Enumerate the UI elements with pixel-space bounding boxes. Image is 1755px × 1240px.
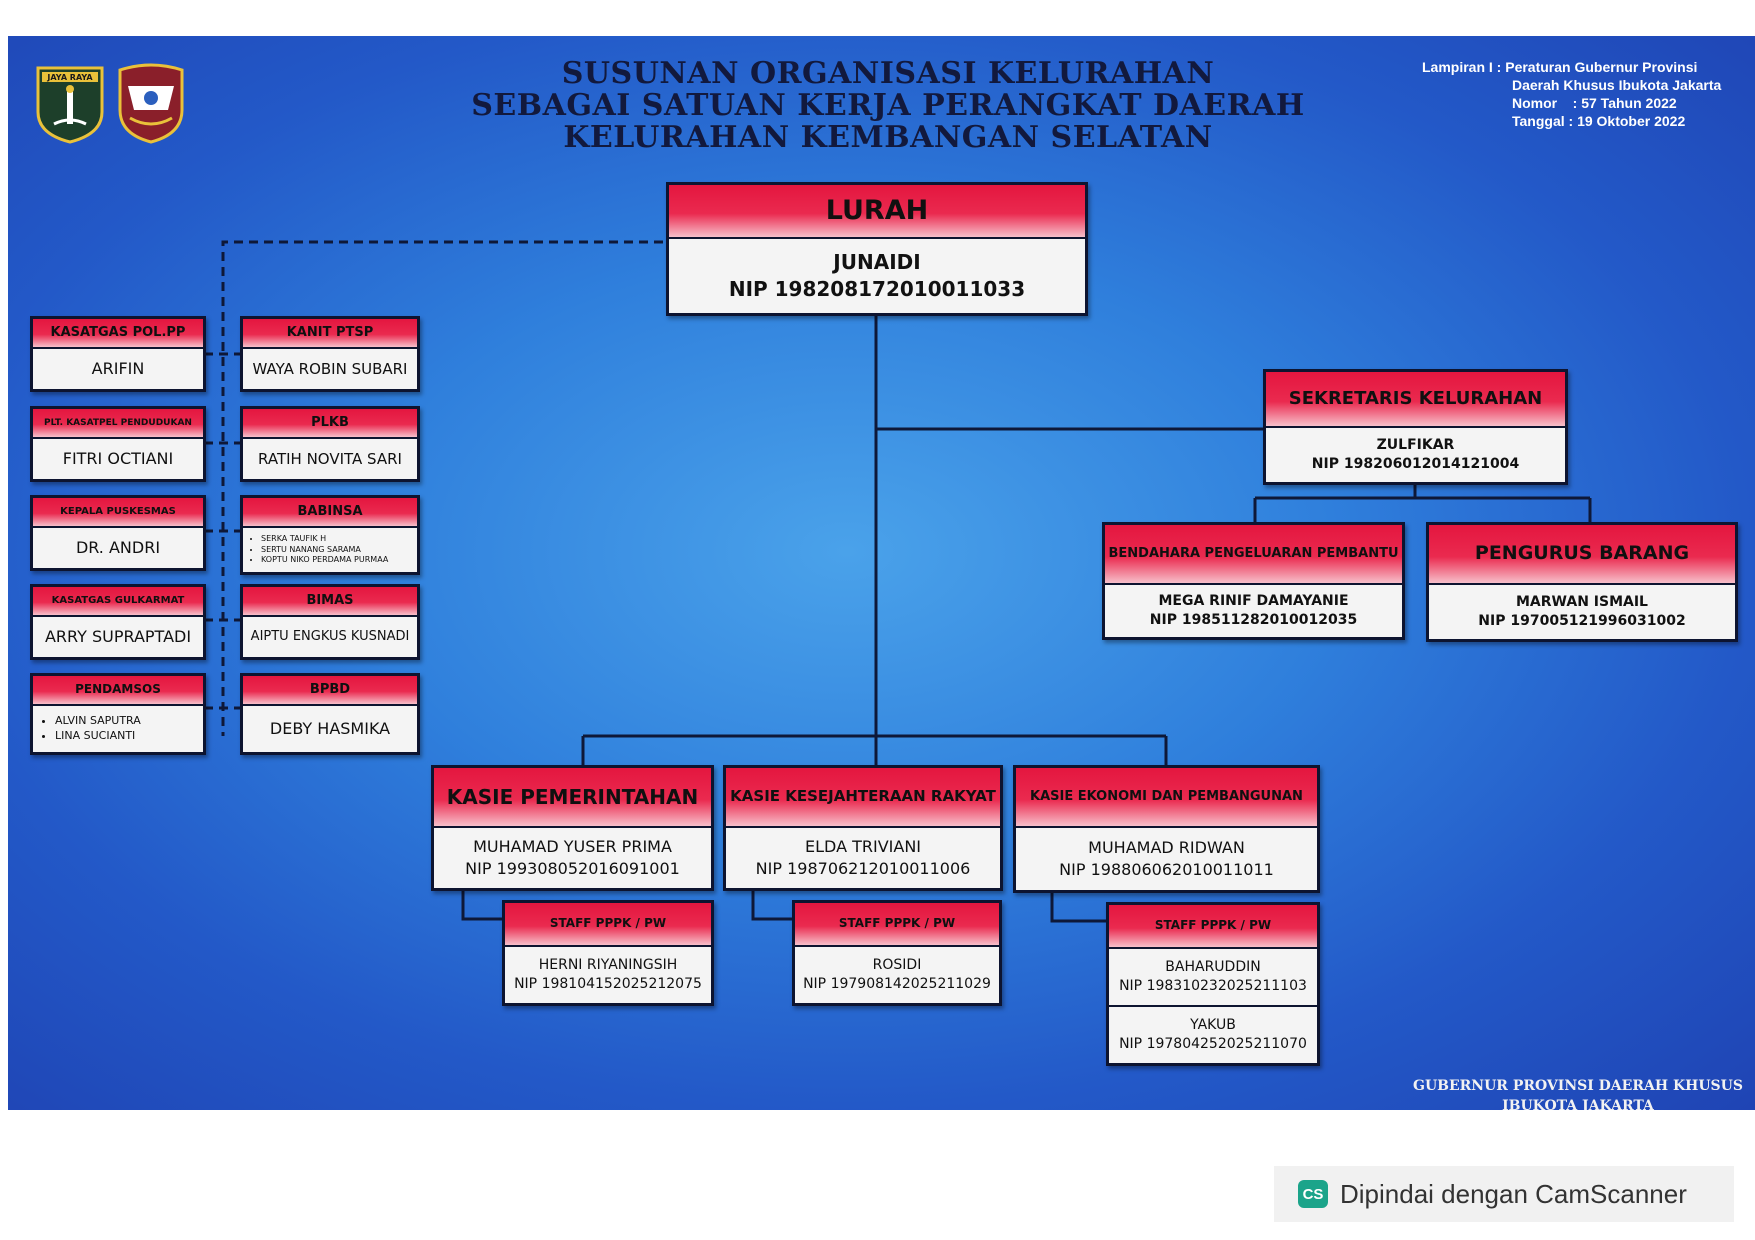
staff-pem-title: STAFF PPPK / PW xyxy=(505,903,711,947)
kasie-eko-nip: NIP 198806062010011011 xyxy=(1059,860,1274,879)
reference-line-2: Daerah Khusus Ibukota Jakarta xyxy=(1512,77,1722,93)
kasatpel-box: PLT. KASATPEL PENDUDUKAN FITRI OCTIANI xyxy=(30,406,206,482)
puskesmas-title: KEPALA PUSKESMAS xyxy=(33,498,203,528)
bimas-title: BIMAS xyxy=(243,587,417,617)
pendamsos-item: ALVIN SAPUTRA xyxy=(55,714,141,729)
kasie-pem-title: KASIE PEMERINTAHAN xyxy=(434,768,711,828)
pendamsos-title: PENDAMSOS xyxy=(33,676,203,706)
kasie-kesejahteraan-box: KASIE KESEJAHTERAAN RAKYAT ELDA TRIVIANI… xyxy=(723,765,1003,891)
title-line-3: KELURAHAN KEMBANGAN SELATAN xyxy=(563,120,1213,155)
reference-line-1: Lampiran I : Peraturan Gubernur Provinsi xyxy=(1422,59,1698,75)
bendahara-title: BENDAHARA PENGELUARAN PEMBANTU xyxy=(1105,525,1402,585)
kasie-eko-name: MUHAMAD RIDWAN xyxy=(1088,838,1245,858)
ptsp-title: KANIT PTSP xyxy=(243,319,417,349)
staff-pem-box: STAFF PPPK / PW HERNI RIYANINGSIH NIP 19… xyxy=(502,900,714,1006)
jakarta-seal-icon: JAYA RAYA xyxy=(36,66,104,144)
bendahara-name: MEGA RINIF DAMAYANIE xyxy=(1158,593,1349,610)
staff-pem-link xyxy=(461,886,502,921)
pendamsos-list: ALVIN SAPUTRA LINA SUCIANTI xyxy=(41,714,141,744)
reference-line-3: Nomor : 57 Tahun 2022 xyxy=(1512,95,1677,111)
kasie-pemerintahan-box: KASIE PEMERINTAHAN MUHAMAD YUSER PRIMA N… xyxy=(431,765,714,891)
bpbd-title: BPBD xyxy=(243,676,417,706)
footer-line-1: GUBERNUR PROVINSI DAERAH KHUSUS xyxy=(1413,1078,1743,1094)
kasie-eko-title: KASIE EKONOMI DAN PEMBANGUNAN xyxy=(1016,768,1317,828)
lurah-box: LURAH JUNAIDI NIP 198208172010011033 xyxy=(666,182,1088,316)
bimas-name: AIPTU ENGKUS KUSNADI xyxy=(250,629,410,645)
babinsa-box: BABINSA SERKA TAUFIK H SERTU NANANG SARA… xyxy=(240,495,420,575)
pendamsos-item: LINA SUCIANTI xyxy=(55,729,141,744)
connector-lines xyxy=(204,240,1592,923)
lurah-name: JUNAIDI xyxy=(833,250,921,274)
babinsa-list: SERKA TAUFIK H SERTU NANANG SARAMA KOPTU… xyxy=(247,534,388,566)
babinsa-item: SERKA TAUFIK H xyxy=(261,534,388,545)
bimas-box: BIMAS AIPTU ENGKUS KUSNADI xyxy=(240,584,420,660)
staff-kes-name: ROSIDI xyxy=(872,957,922,974)
pengurus-barang-box: PENGURUS BARANG MARWAN ISMAIL NIP 197005… xyxy=(1426,522,1738,642)
bpbd-box: BPBD DEBY HASMIKA xyxy=(240,673,420,755)
staff-eko-name-2: YAKUB xyxy=(1190,1017,1236,1034)
pengurus-title: PENGURUS BARANG xyxy=(1429,525,1735,585)
kasie-ekonomi-box: KASIE EKONOMI DAN PEMBANGUNAN MUHAMAD RI… xyxy=(1013,765,1320,893)
kasatpel-title: PLT. KASATPEL PENDUDUKAN xyxy=(33,409,203,439)
staff-eko-nip-1: NIP 198310232025211103 xyxy=(1119,978,1307,994)
bendahara-nip: NIP 198511282010012035 xyxy=(1149,612,1358,628)
ptsp-name: WAYA ROBIN SUBARI xyxy=(252,359,408,378)
west-jakarta-seal-icon xyxy=(118,63,184,144)
kasie-pem-name: MUHAMAD YUSER PRIMA xyxy=(473,837,672,857)
kepala-puskesmas-box: KEPALA PUSKESMAS DR. ANDRI xyxy=(30,495,206,571)
babinsa-item: SERTU NANANG SARAMA xyxy=(261,545,388,556)
lurah-nip: NIP 198208172010011033 xyxy=(728,277,1026,301)
org-chart-board: JAYA RAYA SUSUNAN ORGANISASI KELURAHAN S… xyxy=(8,36,1755,1110)
pengurus-name: MARWAN ISMAIL xyxy=(1516,594,1648,611)
lurah-title: LURAH xyxy=(669,185,1085,239)
polpp-name: ARIFIN xyxy=(91,359,145,379)
camscanner-watermark: CS Dipindai dengan CamScanner xyxy=(1274,1166,1734,1222)
plkb-box: PLKB RATIH NOVITA SARI xyxy=(240,406,420,482)
kanit-ptsp-box: KANIT PTSP WAYA ROBIN SUBARI xyxy=(240,316,420,392)
sekretaris-title: SEKRETARIS KELURAHAN xyxy=(1266,372,1565,428)
plkb-name: RATIH NOVITA SARI xyxy=(258,449,402,468)
polpp-title: KASATGAS POL.PP xyxy=(33,319,203,349)
pengurus-nip: NIP 197005121996031002 xyxy=(1478,613,1686,629)
camscanner-text: Dipindai dengan CamScanner xyxy=(1340,1178,1687,1209)
babinsa-item: KOPTU NIKO PERDAMA PURMAA xyxy=(261,555,388,566)
staff-eko-box: STAFF PPPK / PW BAHARUDDIN NIP 198310232… xyxy=(1106,902,1320,1066)
title-line-1: SUSUNAN ORGANISASI KELURAHAN xyxy=(561,56,1215,91)
kasie-kes-name: ELDA TRIVIANI xyxy=(805,837,921,857)
staff-kes-link xyxy=(751,886,792,921)
kasatpel-name: FITRI OCTIANI xyxy=(62,449,174,469)
plkb-title: PLKB xyxy=(243,409,417,439)
gulkarmat-name: ARRY SUPRAPTADI xyxy=(44,627,192,647)
sekretaris-box: SEKRETARIS KELURAHAN ZULFIKAR NIP 198206… xyxy=(1263,369,1568,485)
staff-pem-nip: NIP 198104152025212075 xyxy=(514,976,702,992)
gulkarmat-title: KASATGAS GULKARMAT xyxy=(33,587,203,617)
dashed-coord-top xyxy=(221,240,663,736)
staff-kes-title: STAFF PPPK / PW xyxy=(795,903,999,947)
staff-eko-name-1: BAHARUDDIN xyxy=(1165,959,1261,976)
bendahara-box: BENDAHARA PENGELUARAN PEMBANTU MEGA RINI… xyxy=(1102,522,1405,640)
seal-text: JAYA RAYA xyxy=(46,73,93,82)
babinsa-title: BABINSA xyxy=(243,498,417,528)
staff-kes-box: STAFF PPPK / PW ROSIDI NIP 1979081420252… xyxy=(792,900,1002,1006)
sekretaris-nip: NIP 198206012014121004 xyxy=(1311,456,1520,472)
camscanner-icon: CS xyxy=(1298,1180,1328,1208)
pendamsos-box: PENDAMSOS ALVIN SAPUTRA LINA SUCIANTI xyxy=(30,673,206,755)
staff-kes-nip: NIP 197908142025211029 xyxy=(803,976,991,992)
reference-line-4: Tanggal : 19 Oktober 2022 xyxy=(1512,113,1686,129)
staff-eko-title: STAFF PPPK / PW xyxy=(1109,905,1317,949)
staff-eko-nip-2: NIP 197804252025211070 xyxy=(1119,1036,1307,1052)
kasatgas-gulkarmat-box: KASATGAS GULKARMAT ARRY SUPRAPTADI xyxy=(30,584,206,660)
title-line-2: SEBAGAI SATUAN KERJA PERANGKAT DAERAH xyxy=(471,88,1305,123)
kasie-kes-title: KASIE KESEJAHTERAAN RAKYAT xyxy=(726,768,1000,828)
staff-eko-link xyxy=(1050,888,1106,923)
puskesmas-name: DR. ANDRI xyxy=(75,538,161,558)
bpbd-name: DEBY HASMIKA xyxy=(269,719,391,739)
footer-signature: GUBERNUR PROVINSI DAERAH KHUSUS IBUKOTA … xyxy=(1408,1076,1748,1110)
footer-line-2: IBUKOTA JAKARTA xyxy=(1502,1098,1654,1110)
sekretaris-name: ZULFIKAR xyxy=(1376,437,1455,454)
staff-pem-name: HERNI RIYANINGSIH xyxy=(538,957,678,974)
kasie-pem-nip: NIP 199308052016091001 xyxy=(465,859,680,878)
kasie-kes-nip: NIP 198706212010011006 xyxy=(755,859,971,878)
kasatgas-polpp-box: KASATGAS POL.PP ARIFIN xyxy=(30,316,206,392)
